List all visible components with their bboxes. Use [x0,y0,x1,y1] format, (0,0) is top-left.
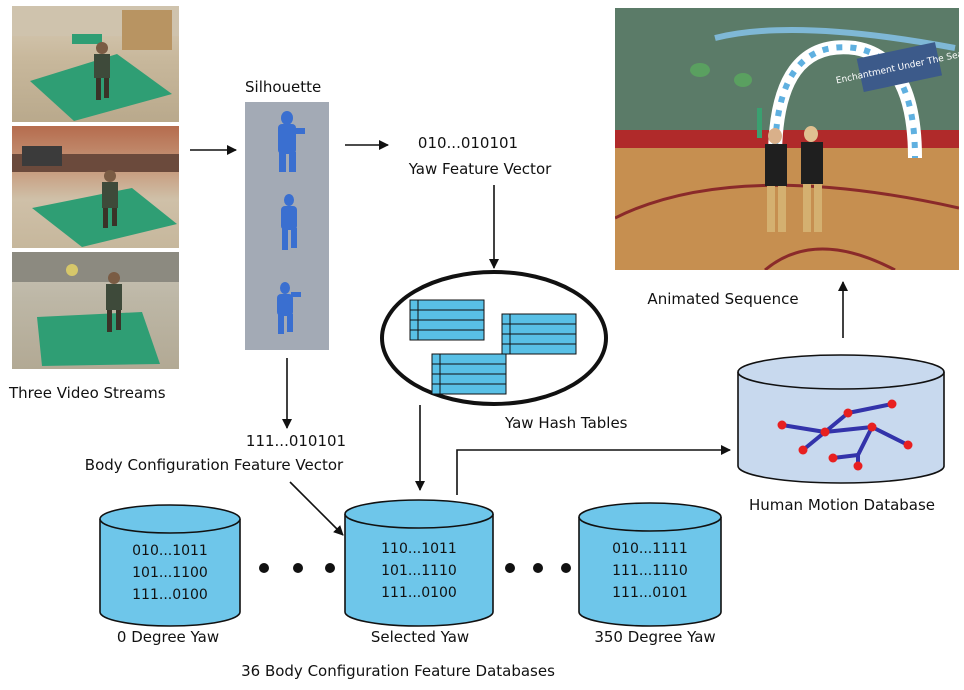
hash-table-3 [431,353,507,395]
db-350-line-1: 010...1111 [612,541,688,557]
body-vector-bits: 111...010101 [245,432,347,450]
yaw-hash-tables-label: Yaw Hash Tables [505,414,628,432]
db-0-label: 0 Degree Yaw [116,628,220,646]
arrow-selected-to-motion [456,445,731,495]
db-cylinder-selected [344,499,494,627]
db-selected-label: Selected Yaw [370,628,470,646]
hash-table-1 [409,299,485,341]
video-frame-1 [12,6,179,122]
hash-table-2 [501,313,577,355]
skeleton-figure [780,402,910,468]
three-video-streams-label: Three Video Streams [9,384,166,402]
db-350-content: 010...1111 111...1110 111...0101 [579,538,721,604]
animated-sequence-label: Animated Sequence [647,290,799,308]
db-0-line-3: 111...0100 [132,587,208,603]
arrow-body-to-selected [289,481,344,536]
db-selected-line-3: 111...0100 [381,585,457,601]
db-0-line-1: 010...1011 [132,543,208,559]
db-0-content: 010...1011 101...1100 111...0100 [100,540,240,606]
db-350-line-3: 111...0101 [612,585,688,601]
db-350-label: 350 Degree Yaw [594,628,716,646]
silhouette-figures [277,111,305,334]
silhouette-label: Silhouette [245,78,322,96]
video-frame-3-scene [12,252,179,366]
ellipsis-dots-left [259,563,335,573]
db-selected-line-2: 101...1110 [381,563,457,579]
silhouette-panel [245,102,329,350]
db-selected-line-1: 110...1011 [381,541,457,557]
body-vector-title: Body Configuration Feature Vector [84,456,344,474]
animated-scene-render: Enchantment Under The Sea [615,8,959,270]
video-frame-1-scene [12,6,179,121]
video-frame-3 [12,252,179,369]
db-selected-content: 110...1011 101...1110 111...0100 [345,538,493,604]
animated-scene: Enchantment Under The Sea [615,8,959,270]
ellipsis-dots-right [505,563,571,573]
skeleton-joints [777,399,913,471]
yaw-vector-title: Yaw Feature Vector [408,160,552,178]
db-0-line-2: 101...1100 [132,565,208,581]
databases-caption: 36 Body Configuration Feature Databases [241,662,555,680]
db-350-line-2: 111...1110 [612,563,688,579]
yaw-vector-bits: 010...010101 [417,134,519,152]
video-frame-2 [12,126,179,248]
human-motion-database-label: Human Motion Database [748,496,936,514]
video-frame-2-scene [12,146,179,247]
db-cylinder-0 [99,504,241,627]
db-cylinder-350 [578,502,722,627]
